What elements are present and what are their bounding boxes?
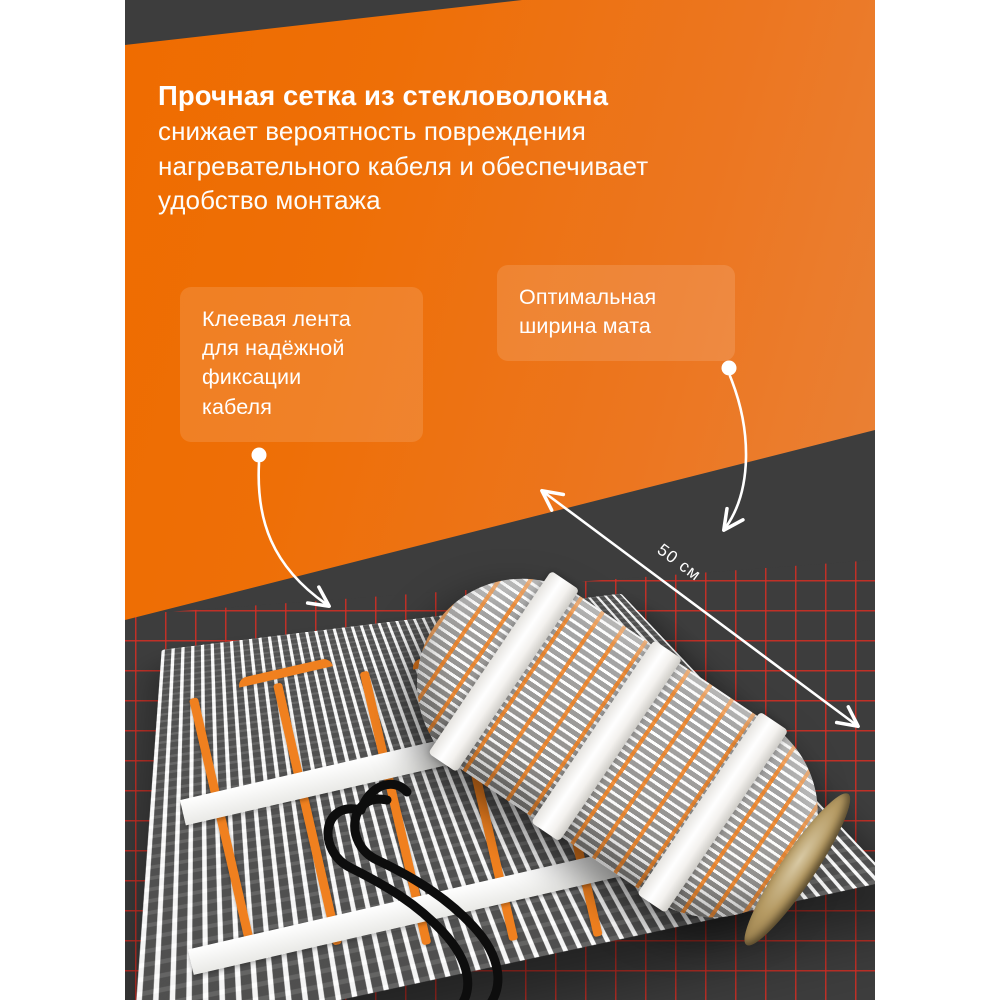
arrow-pointer-icon [726,376,746,527]
arrow-pointer-icon [259,463,326,604]
double-headed-arrow-icon [545,493,855,724]
dot-marker-icon [722,361,737,376]
pointer-adhesive-tape [252,448,327,605]
dimension-arrow-50cm [545,493,855,724]
pointer-mat-width [722,361,747,528]
dot-marker-icon [252,448,267,463]
